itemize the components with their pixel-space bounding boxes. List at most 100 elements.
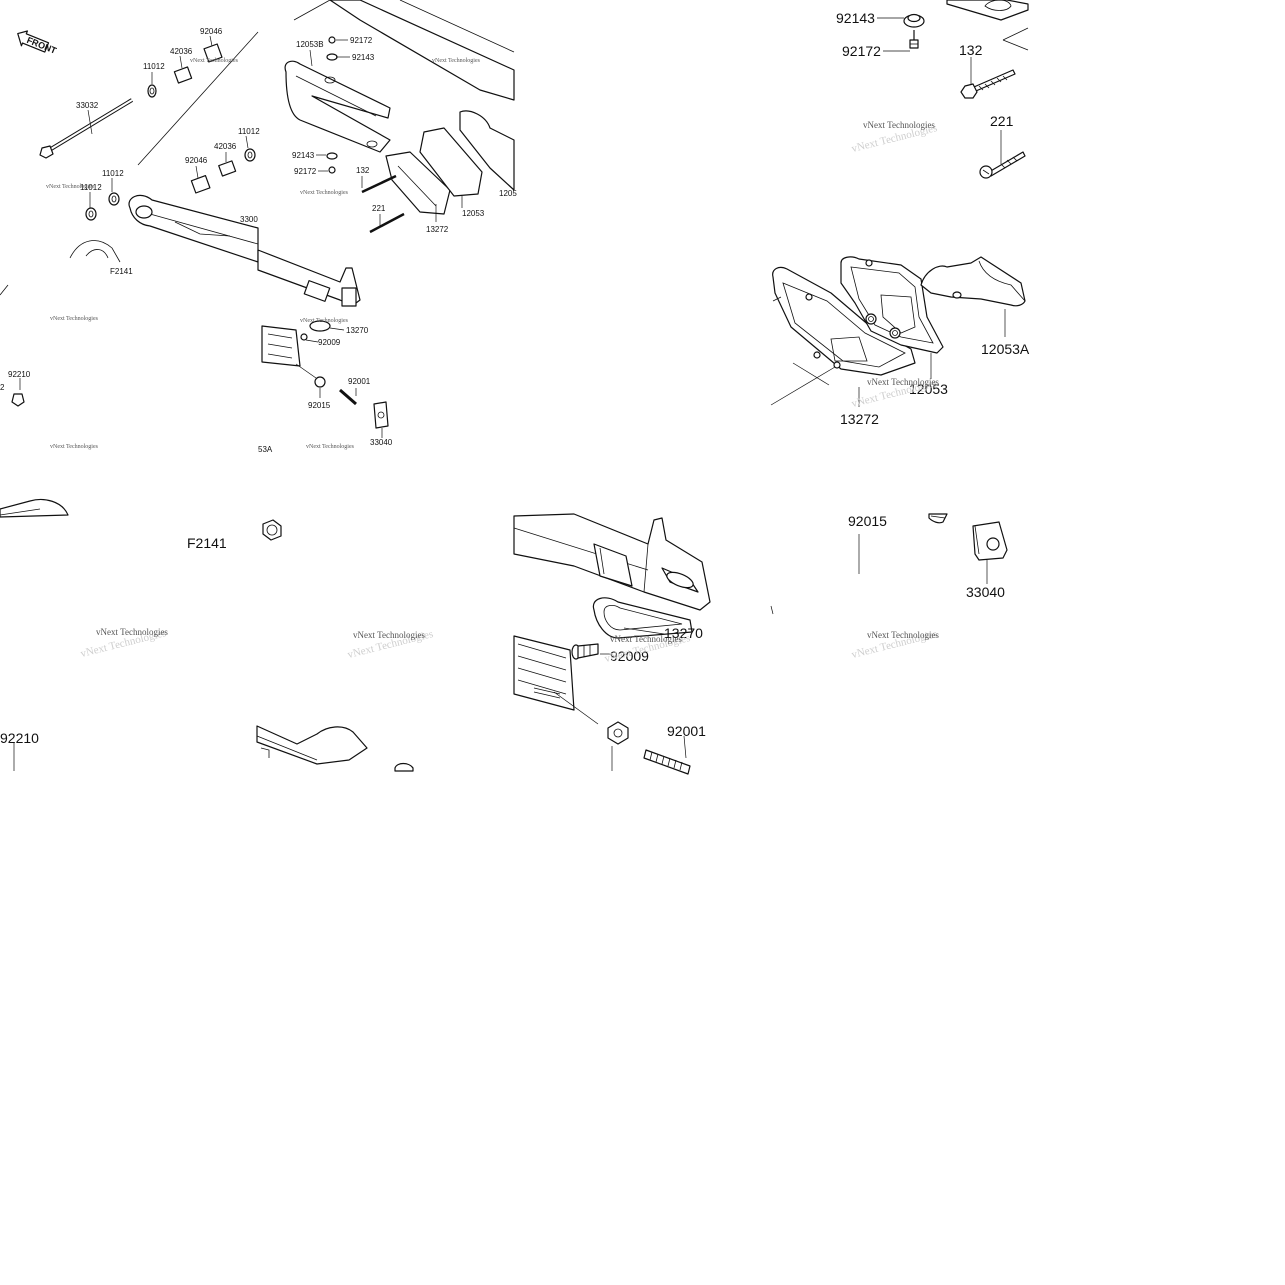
label-13272: 13272	[426, 225, 449, 234]
label-92172: 92172	[842, 43, 881, 59]
zoom-33040-svg: 92015 33040 vNext Technologies vNext Tec…	[770, 513, 1008, 661]
label-92172: 92172	[350, 36, 373, 45]
label-92015: 92015	[308, 401, 331, 410]
watermark-text: vNext Technologies	[306, 444, 355, 450]
zoom-nut: vNext Technologies vNext Technologies	[256, 514, 514, 772]
frame-part	[293, 0, 515, 191]
label-33040: 33040	[966, 584, 1005, 600]
zoom-nut-svg: vNext Technologies vNext Technologies	[256, 519, 435, 772]
screw-92009-part	[571, 643, 599, 660]
label-13270: 13270	[664, 625, 703, 641]
leader-lines	[19, 35, 463, 438]
zoom-33040: 92015 33040 vNext Technologies vNext Tec…	[770, 513, 1028, 771]
label-3300: 3300	[240, 215, 258, 224]
label-12053A: 12053A	[981, 341, 1030, 357]
zoom-plates: 12053A 12053 13272 vNext Technologies vN…	[770, 256, 1030, 437]
label-2: 2	[0, 383, 5, 392]
zoom-f2141-svg: F2141 92210 vNext Technologies vNext Tec…	[0, 498, 227, 771]
bolt-221-part	[979, 151, 1026, 179]
label-92046-b: 92046	[185, 156, 208, 165]
label-92143: 92143	[836, 10, 875, 26]
watermark-text: vNext Technologies	[867, 630, 939, 640]
zoom-slider: 13270 92009 92001 vNext Technologies vNe…	[513, 513, 771, 775]
watermark-text: vNext Technologies	[300, 318, 349, 324]
watermark-text: vNext Technologies	[46, 184, 95, 190]
label-53A: 53A	[258, 445, 273, 454]
label-92046: 92046	[200, 27, 223, 36]
label-92009: 92009	[610, 648, 649, 664]
label-12053: 12053	[462, 209, 485, 218]
zoom-fasteners-svg: 92143 92172 132 221 vNext Technologies v…	[836, 0, 1029, 179]
label-221: 221	[372, 204, 386, 213]
fasteners-part	[326, 36, 405, 234]
zoom-plates-svg: 12053A 12053 13272 vNext Technologies vN…	[770, 256, 1030, 427]
zoom-fasteners: 92143 92172 132 221 vNext Technologies v…	[771, 0, 1029, 179]
frame-part	[946, 0, 1029, 21]
label-132: 132	[356, 166, 370, 175]
front-label: FRONT	[25, 35, 58, 56]
label-92015: 92015	[848, 513, 887, 529]
watermarks: vNext Technologies vNext Technologies vN…	[46, 58, 481, 450]
plate-12053-part	[840, 256, 944, 354]
label-F2141: F2141	[110, 267, 133, 276]
slider-13270-part	[592, 597, 693, 639]
swing-arm-end-part	[513, 513, 711, 611]
label-92143: 92143	[352, 53, 375, 62]
overview-svg: FRONT	[0, 0, 517, 515]
watermark-text: vNext Technologies	[863, 120, 935, 130]
chain-adjuster-part	[257, 249, 389, 429]
label-92009: 92009	[318, 338, 341, 347]
watermark-text: vNext Technologies	[96, 627, 168, 637]
label-92172-b: 92172	[294, 167, 317, 176]
label-13272: 13272	[840, 411, 879, 427]
label-42036: 42036	[170, 47, 193, 56]
label-12053B: 12053B	[296, 40, 324, 49]
label-F2141: F2141	[187, 535, 227, 551]
label-1205: 1205	[499, 189, 517, 198]
watermark-text: vNext Technologies	[432, 58, 481, 64]
label-11012: 11012	[143, 62, 165, 71]
label-12053: 12053	[909, 381, 948, 397]
divider-line	[137, 31, 259, 166]
chain-slider-part	[513, 635, 575, 711]
label-11012-d: 11012	[80, 183, 102, 192]
label-221: 221	[990, 113, 1014, 129]
label-92210: 92210	[0, 730, 39, 746]
flange-nut-part	[607, 721, 629, 771]
watermark-text: vNext Technologies	[50, 444, 99, 450]
swing-arm-part	[69, 194, 259, 263]
label-132: 132	[959, 42, 983, 58]
watermark-text: vNext Technologies	[610, 634, 682, 644]
bolt-92001-part	[643, 749, 691, 775]
washer-92143-part	[903, 13, 925, 28]
watermark-text: vNext Technologies	[190, 58, 239, 64]
label-11012-c: 11012	[238, 127, 260, 136]
label-33040: 33040	[370, 438, 393, 447]
shaft-33032-part	[39, 98, 134, 159]
plate-13272-part	[772, 266, 916, 376]
nut-part	[262, 519, 282, 541]
screw-92172-part	[909, 30, 919, 49]
bushing-parts	[85, 43, 256, 221]
label-92001: 92001	[667, 723, 706, 739]
bolt-132-part	[960, 69, 1016, 99]
adjuster-block-part	[928, 513, 1008, 561]
label-92143-b: 92143	[292, 151, 315, 160]
label-33032: 33032	[76, 101, 99, 110]
part-labels: 92046 42036 11012 33032 42036 11012 9204…	[0, 27, 517, 454]
watermark-text: vNext Technologies	[353, 630, 425, 640]
swing-arm-part	[0, 498, 69, 518]
label-13270: 13270	[346, 326, 369, 335]
label-92001: 92001	[348, 377, 371, 386]
watermark-text: vNext Technologies	[50, 316, 99, 322]
label-11012-b: 11012	[102, 169, 124, 178]
watermark-text: vNext Technologies	[867, 377, 939, 387]
watermark-text: vNext Technologies	[300, 190, 349, 196]
front-arrow-icon: FRONT	[17, 30, 58, 56]
guide-plates-part	[385, 127, 483, 215]
overview-diagram: FRONT	[0, 0, 517, 515]
label-42036-b: 42036	[214, 142, 237, 151]
chain-guide-part	[284, 60, 391, 153]
zoom-slider-svg: 13270 92009 92001 vNext Technologies vNe…	[513, 513, 711, 775]
plate-12053A-part	[920, 256, 1026, 307]
